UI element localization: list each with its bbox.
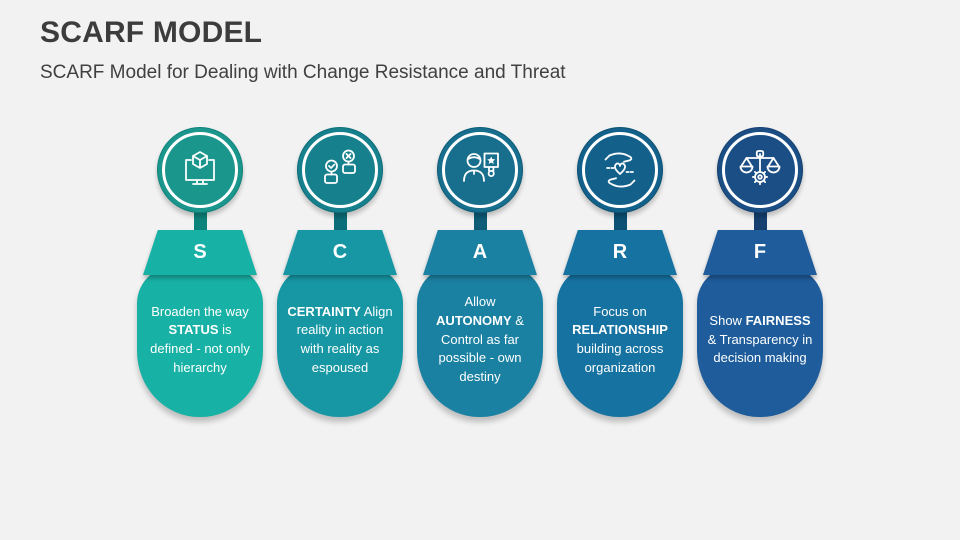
scarf-column-c: C CERTAINTY Align reality in action with… [270, 127, 410, 417]
description-text: Show FAIRNESS & Transparency in decision… [707, 312, 813, 366]
description-blob: Broaden the way STATUS is defined - not … [137, 263, 263, 417]
description-blob: Show FAIRNESS & Transparency in decision… [697, 263, 823, 417]
description-text: Allow AUTONOMY & Control as far possible… [436, 294, 524, 385]
monitor-cube-icon [176, 146, 224, 194]
icon-circle [437, 127, 523, 213]
description-text: Broaden the way STATUS is defined - not … [150, 303, 250, 375]
letter-label: S [193, 241, 207, 263]
letter-label: C [332, 241, 348, 263]
letter-badge: F [703, 230, 817, 275]
letter-badge: C [283, 230, 397, 275]
letter-badge: A [423, 230, 537, 275]
description-blob: Focus on RELATIONSHIP building across or… [557, 263, 683, 417]
person-star-award-icon [456, 146, 504, 194]
hands-heart-icon [596, 146, 644, 194]
slide-header: SCARF MODEL SCARF Model for Dealing with… [40, 16, 920, 84]
description-blob: Allow AUTONOMY & Control as far possible… [417, 263, 543, 417]
letter-label: F [753, 241, 767, 263]
letter-label: R [612, 241, 628, 263]
letter-label: A [472, 241, 488, 263]
scales-gear-icon [736, 146, 784, 194]
hands-approve-reject-icon [316, 146, 364, 194]
scarf-columns: S Broaden the way STATUS is defined - no… [130, 127, 830, 417]
icon-circle [157, 127, 243, 213]
icon-circle [577, 127, 663, 213]
page-title: SCARF MODEL [40, 16, 263, 49]
description-text: Focus on RELATIONSHIP building across or… [572, 303, 668, 375]
scarf-column-s: S Broaden the way STATUS is defined - no… [130, 127, 270, 417]
letter-badge: S [143, 230, 257, 275]
page-subtitle: SCARF Model for Dealing with Change Resi… [40, 62, 566, 83]
description-blob: CERTAINTY Align reality in action with r… [277, 263, 403, 417]
scarf-column-a: A Allow AUTONOMY & Control as far possib… [410, 127, 550, 417]
description-text: CERTAINTY Align reality in action with r… [287, 303, 393, 375]
icon-circle [297, 127, 383, 213]
scarf-column-r: R Focus on RELATIONSHIP building across … [550, 127, 690, 417]
scarf-column-f: F Show FAIRNESS & Transparency in decisi… [690, 127, 830, 417]
icon-circle [717, 127, 803, 213]
letter-badge: R [563, 230, 677, 275]
